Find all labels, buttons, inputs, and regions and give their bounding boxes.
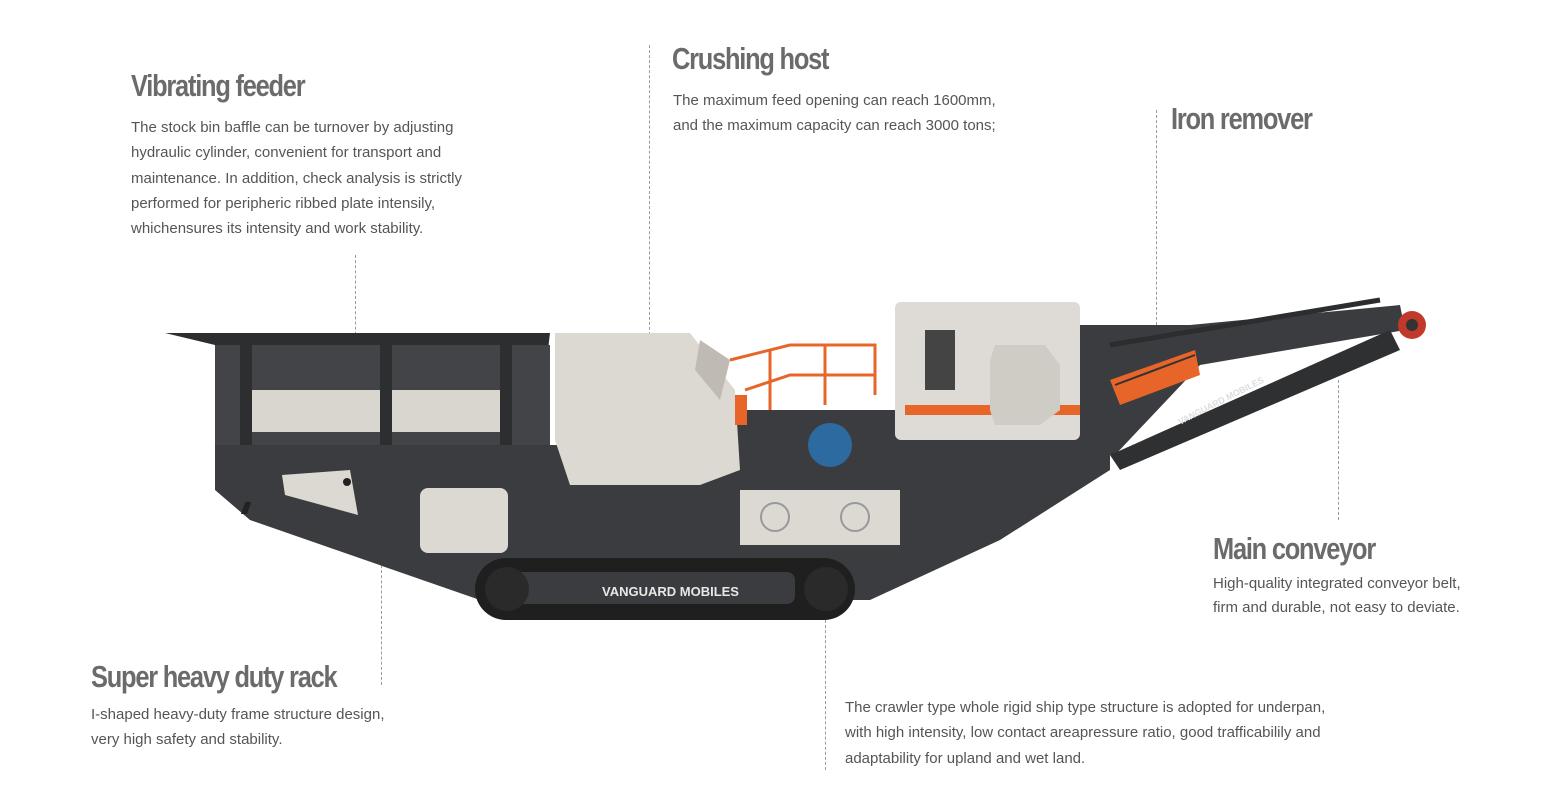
crusher-host — [555, 333, 740, 485]
desc-line: hydraulic cylinder, convenient for trans… — [131, 144, 442, 162]
heavy-rack-title: Super heavy duty rack — [91, 659, 338, 694]
vent-panel — [420, 488, 508, 553]
leader-crushing-host — [649, 45, 650, 340]
crawler-desc: The crawler type whole rigid ship type s… — [845, 695, 1325, 771]
main-conveyor-boom: VANGUARD MOBILES — [1080, 297, 1426, 470]
crushing-host-title: Crushing host — [672, 41, 830, 76]
main-conveyor-title: Main conveyor — [1213, 531, 1376, 566]
walkway-railing — [729, 343, 877, 410]
desc-line: The crawler type whole rigid ship type s… — [845, 699, 1326, 716]
desc-line: High-quality integrated conveyor belt, — [1213, 575, 1461, 592]
desc-line: with high intensity, low contact areapre… — [845, 724, 1321, 742]
desc-line: adaptability for upland and wet land. — [845, 749, 1086, 767]
desc-line: maintenance. In addition, check analysis… — [131, 169, 462, 187]
leader-heavy-rack — [381, 560, 382, 685]
leader-vibrating-feeder — [355, 255, 356, 345]
crushing-host-desc: The maximum feed opening can reach 1600m… — [673, 88, 996, 139]
desc-line: whichensures its intensity and work stab… — [131, 220, 424, 238]
tank — [740, 490, 900, 545]
desc-line: I-shaped heavy-duty frame structure desi… — [91, 706, 385, 723]
leader-main-conveyor — [1338, 380, 1339, 520]
track-brand: VANGUARD MOBILES — [602, 584, 739, 599]
iron-remover-title: Iron remover — [1171, 101, 1313, 136]
desc-line: firm and durable, not easy to deviate. — [1213, 599, 1460, 616]
desc-line: and the maximum capacity can reach 3000 … — [673, 117, 996, 135]
iron-remover — [1110, 350, 1200, 405]
crawler-track: VANGUARD MOBILES — [475, 558, 855, 620]
desc-line: The maximum feed opening can reach 1600m… — [673, 92, 996, 109]
side-panel — [282, 470, 358, 515]
power-unit — [895, 302, 1080, 440]
desc-line: performed for peripheric ribbed plate in… — [131, 194, 436, 212]
vibrating-feeder-title: Vibrating feeder — [131, 68, 306, 103]
vibrating-feeder-desc: The stock bin baffle can be turnover by … — [131, 115, 462, 241]
heavy-rack-desc: I-shaped heavy-duty frame structure desi… — [91, 703, 384, 752]
leader-iron-remover — [1156, 110, 1157, 330]
leader-crawler — [825, 620, 826, 770]
main-conveyor-desc: High-quality integrated conveyor belt, f… — [1213, 572, 1461, 620]
motor — [808, 423, 852, 467]
desc-line: very high safety and stability. — [91, 730, 283, 748]
desc-line: The stock bin baffle can be turnover by … — [131, 119, 454, 136]
